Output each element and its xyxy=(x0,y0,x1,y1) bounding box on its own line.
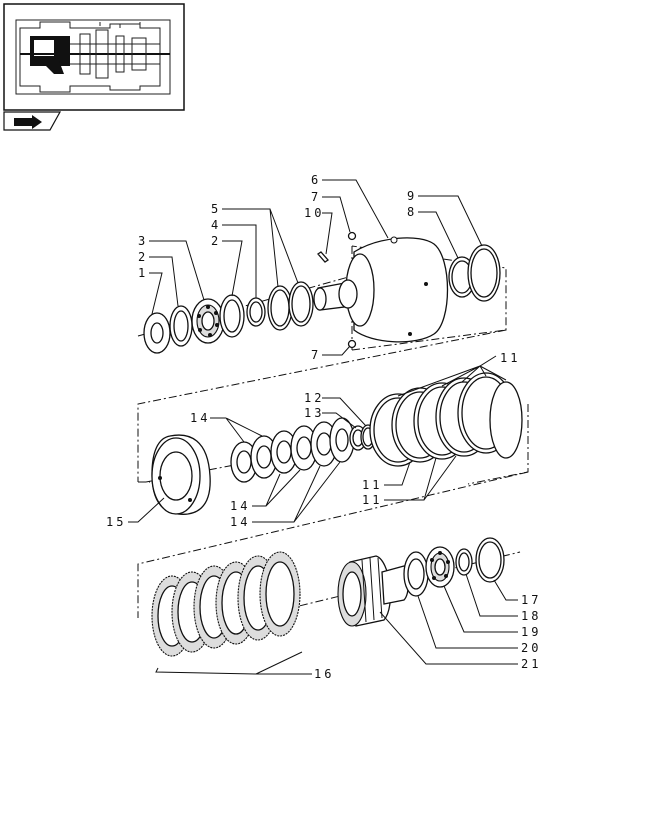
part-19-bearing xyxy=(425,546,455,588)
leader-7b xyxy=(322,345,351,356)
label-2b: 2 xyxy=(211,234,221,248)
leader-20 xyxy=(417,595,518,649)
leader-12 xyxy=(322,397,367,427)
label-3: 3 xyxy=(138,234,148,248)
leader-19 xyxy=(443,585,518,633)
clutch-pack-section-outline xyxy=(137,471,529,618)
leader-15 xyxy=(128,497,165,523)
part-3-bearing xyxy=(191,298,225,344)
label-14c: 14 xyxy=(230,515,250,529)
leader-4 xyxy=(222,224,257,298)
label-19: 19 xyxy=(521,625,541,639)
leader-16 xyxy=(155,651,312,675)
leader-5 xyxy=(222,208,299,288)
leader-3 xyxy=(149,240,205,301)
part-15-piston xyxy=(151,434,211,515)
leader-8 xyxy=(418,211,459,259)
part-16-clutch-discs xyxy=(151,551,301,657)
leader-21 xyxy=(379,611,518,665)
label-14a: 14 xyxy=(190,411,210,425)
leader-18 xyxy=(465,573,518,617)
label-11c: 11 xyxy=(362,493,382,507)
label-6: 6 xyxy=(311,173,321,187)
part-7-ball-top xyxy=(347,231,357,241)
part-20-thrust-washer xyxy=(403,551,429,597)
part-6-clutch-housing xyxy=(313,236,449,343)
part-2-snap-ring xyxy=(169,305,193,347)
label-1: 1 xyxy=(138,266,148,280)
leader-10 xyxy=(322,212,333,255)
part-10-pin xyxy=(317,251,329,263)
label-21: 21 xyxy=(521,657,541,671)
part-21-clutch-hub xyxy=(337,555,410,627)
label-13: 13 xyxy=(304,406,324,420)
label-4: 4 xyxy=(211,218,221,232)
part-2-snap-ring-b xyxy=(219,294,245,338)
label-12: 12 xyxy=(304,391,324,405)
part-17-snap-ring xyxy=(475,537,505,583)
label-18: 18 xyxy=(521,609,541,623)
label-14b: 14 xyxy=(230,499,250,513)
label-11b: 11 xyxy=(362,478,382,492)
leader-14b xyxy=(252,469,301,507)
thumbnail-panel[interactable] xyxy=(3,3,185,111)
leader-7a xyxy=(322,196,351,233)
label-17: 17 xyxy=(521,593,541,607)
part-7-ball-bottom xyxy=(347,339,357,349)
next-page-arrow-icon[interactable] xyxy=(3,111,62,131)
leader-14a xyxy=(210,417,263,443)
leader-11a xyxy=(397,355,507,397)
transmission-section-thumbnail xyxy=(15,19,171,95)
label-15: 15 xyxy=(106,515,126,529)
leader-14c xyxy=(252,461,341,523)
leader-9 xyxy=(418,195,483,247)
leader-11b xyxy=(384,461,411,486)
label-7a: 7 xyxy=(311,190,321,204)
leader-11c xyxy=(384,455,457,501)
label-9: 9 xyxy=(407,189,417,203)
label-8: 8 xyxy=(407,205,417,219)
part-9-ring xyxy=(467,244,501,302)
label-20: 20 xyxy=(521,641,541,655)
part-11-springs xyxy=(369,372,523,467)
leader-2a xyxy=(149,256,179,307)
leader-17 xyxy=(493,579,518,601)
label-2a: 2 xyxy=(138,250,148,264)
label-5: 5 xyxy=(211,202,221,216)
leader-13 xyxy=(322,412,357,429)
leader-6 xyxy=(322,179,389,239)
part-18-circlip xyxy=(455,548,473,576)
part-4-circlip xyxy=(246,297,266,327)
label-16: 16 xyxy=(314,667,334,681)
part-5-seal-rings xyxy=(267,281,314,331)
label-11a: 11 xyxy=(500,351,520,365)
label-10: 10 xyxy=(304,206,324,220)
leader-1 xyxy=(149,272,163,315)
part-14-belleville-washers xyxy=(230,417,355,483)
part-1-washer xyxy=(143,312,171,354)
leader-2b xyxy=(222,240,243,297)
label-7b: 7 xyxy=(311,348,321,362)
